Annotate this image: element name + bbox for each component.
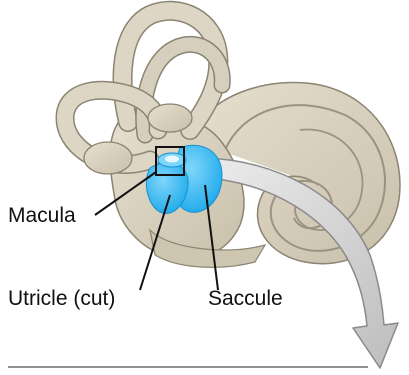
macula-label: Macula	[8, 204, 76, 227]
saccule-label: Saccule	[208, 287, 283, 310]
utricle-label: Utricle (cut)	[8, 287, 115, 310]
